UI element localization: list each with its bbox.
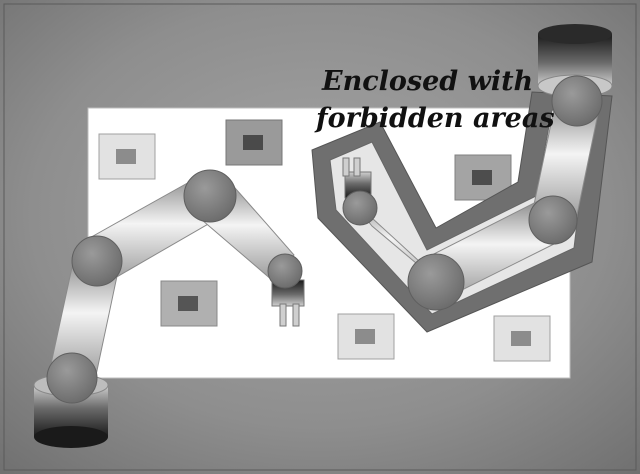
obstacle-5 xyxy=(337,313,395,360)
obstacle-2 xyxy=(225,119,283,166)
right-joint-elbow xyxy=(528,195,578,245)
right-joint-shoulder xyxy=(407,253,465,311)
caption-line-2: forbidden areas xyxy=(314,103,555,134)
right-joint-base xyxy=(551,75,603,127)
caption-line-1: Enclosed with xyxy=(321,66,533,97)
left-joint-shoulder xyxy=(183,169,237,223)
right-joint-wrist xyxy=(342,190,378,226)
right-robot-arm xyxy=(342,24,613,311)
left-joint-base xyxy=(46,352,98,404)
left-joint-elbow xyxy=(71,235,123,287)
obstacle-3 xyxy=(160,280,218,327)
left-joint-wrist xyxy=(267,253,303,289)
obstacle-6 xyxy=(493,315,551,362)
frame-border xyxy=(3,3,637,471)
left-robot-arm xyxy=(33,169,305,448)
obstacle-1 xyxy=(98,133,156,180)
